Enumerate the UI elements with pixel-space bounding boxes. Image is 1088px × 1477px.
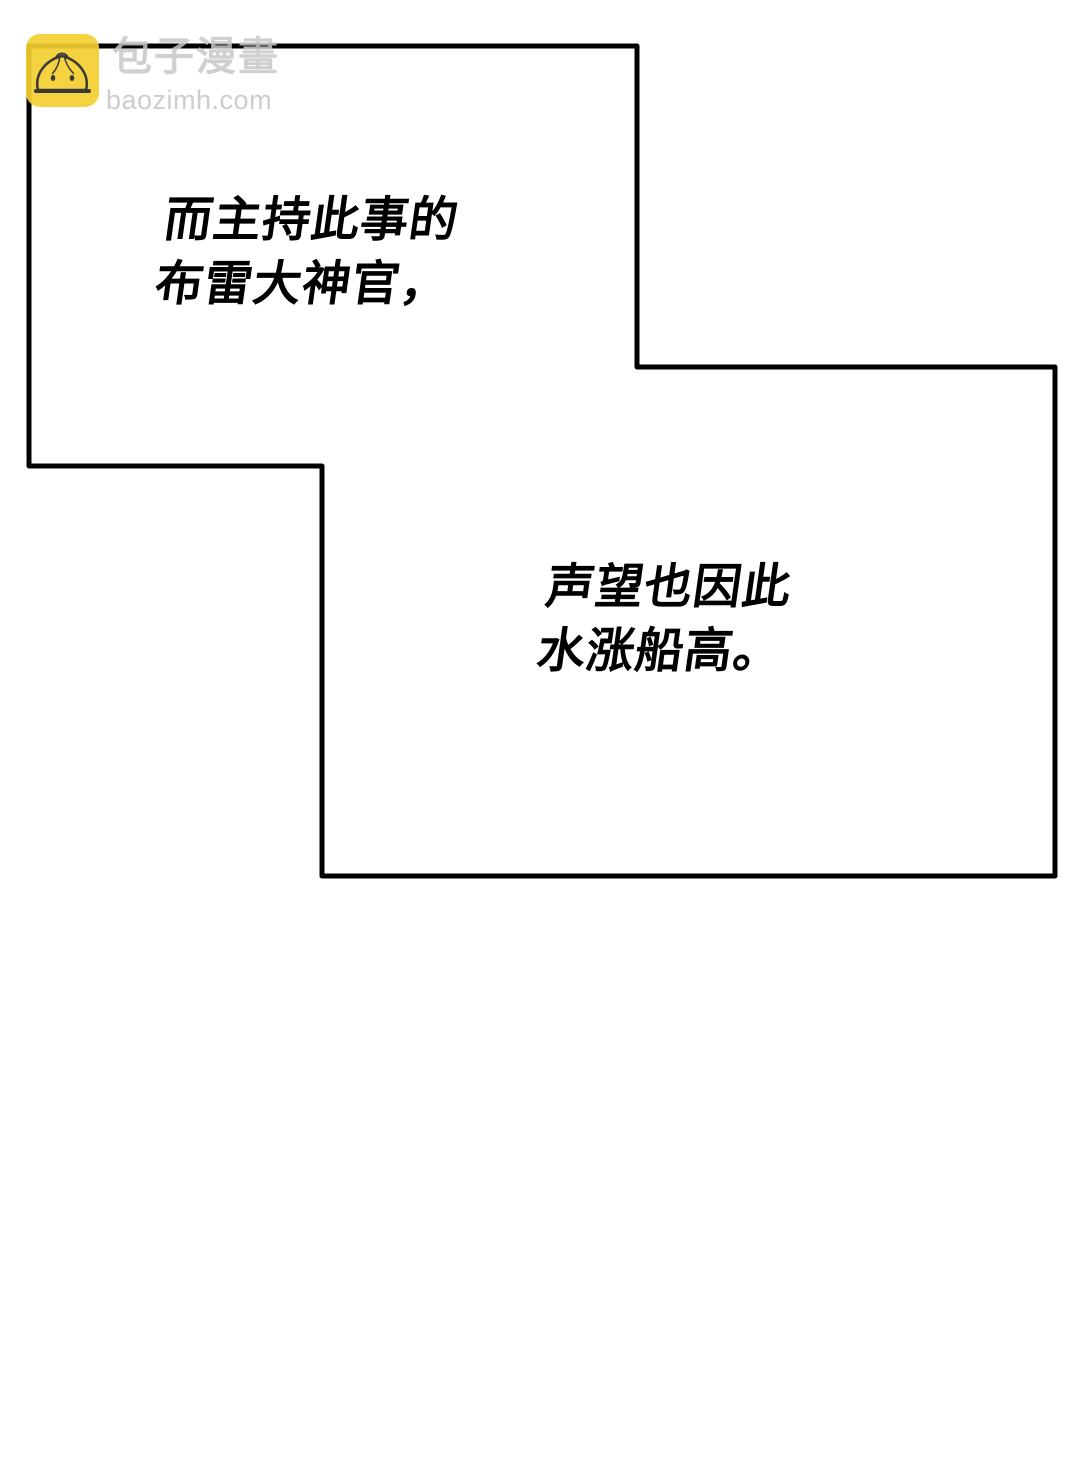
steamed-bun-icon [26, 34, 99, 107]
watermark: 包子漫畫 baozimh.com [26, 34, 326, 116]
narration-caption-2: 声望也因此 水涨船高。 [533, 555, 796, 683]
caption-line: 水涨船高。 [533, 623, 787, 679]
caption-line: 布雷大神官， [151, 256, 454, 312]
caption-line: 而主持此事的 [160, 192, 463, 248]
caption-line: 声望也因此 [542, 559, 796, 615]
narration-caption-1: 而主持此事的 布雷大神官， [151, 188, 463, 316]
watermark-title: 包子漫畫 [112, 34, 280, 80]
watermark-url: baozimh.com [106, 85, 273, 115]
